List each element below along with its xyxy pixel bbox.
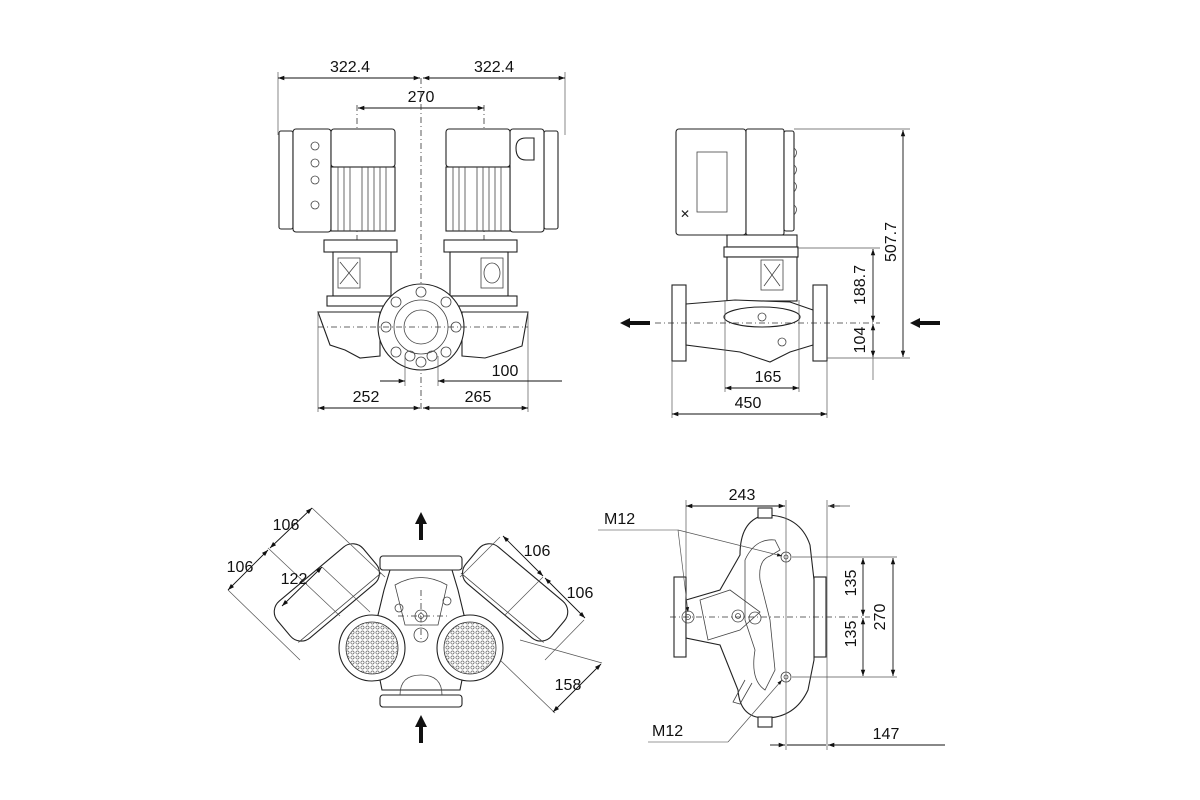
dim-top-diagonal: 158	[555, 677, 582, 694]
bottom-view: M12 M12 243 135 135 270 147	[598, 487, 945, 750]
dim-flange-offset: 147	[873, 726, 900, 743]
dim-foot-width: 165	[755, 369, 782, 386]
dim-port-diameter: 100	[492, 363, 519, 380]
dim-upper-hole-offset: 135	[843, 570, 860, 597]
flow-out-arrow-icon	[620, 318, 650, 328]
label-thread-lower: M12	[652, 723, 683, 740]
dim-lower-hole-offset: 135	[843, 621, 860, 648]
dim-right-half-width: 322.4	[474, 59, 514, 76]
flow-up-arrow-bottom-icon	[415, 715, 427, 743]
dim-top-right-outer: 106	[524, 543, 551, 560]
dim-hole-spacing: 270	[872, 604, 889, 631]
label-thread-upper: M12	[604, 511, 635, 528]
left-motor	[278, 128, 398, 297]
front-view: 322.4 322.4 270	[277, 59, 566, 412]
dim-base-right: 265	[465, 389, 492, 406]
brand-logo-icon: ✕	[680, 207, 690, 221]
dim-motor-centers: 270	[408, 89, 435, 106]
dim-flange-length: 450	[735, 395, 762, 412]
dim-top-motor-depth: 122	[281, 571, 308, 588]
dim-top-left-outer: 106	[273, 517, 300, 534]
dim-motor-to-axis: 188.7	[852, 265, 869, 305]
right-motor	[443, 128, 559, 297]
dim-base-left: 252	[353, 389, 380, 406]
flow-in-arrow-icon	[910, 318, 940, 328]
flow-up-arrow-icon	[415, 512, 427, 540]
side-view: ✕ 507.7 188.7 104 165 450	[620, 128, 940, 418]
dim-axis-to-foot: 104	[852, 327, 869, 354]
top-view: 106 106 122 106 106 158	[227, 507, 603, 743]
dim-left-half-width: 322.4	[330, 59, 370, 76]
dim-top-right-inner: 106	[567, 585, 594, 602]
dim-top-left-inner: 106	[227, 559, 254, 576]
dim-total-height: 507.7	[883, 222, 900, 262]
dim-bottom-width: 243	[729, 487, 756, 504]
pump-housing	[317, 283, 529, 371]
